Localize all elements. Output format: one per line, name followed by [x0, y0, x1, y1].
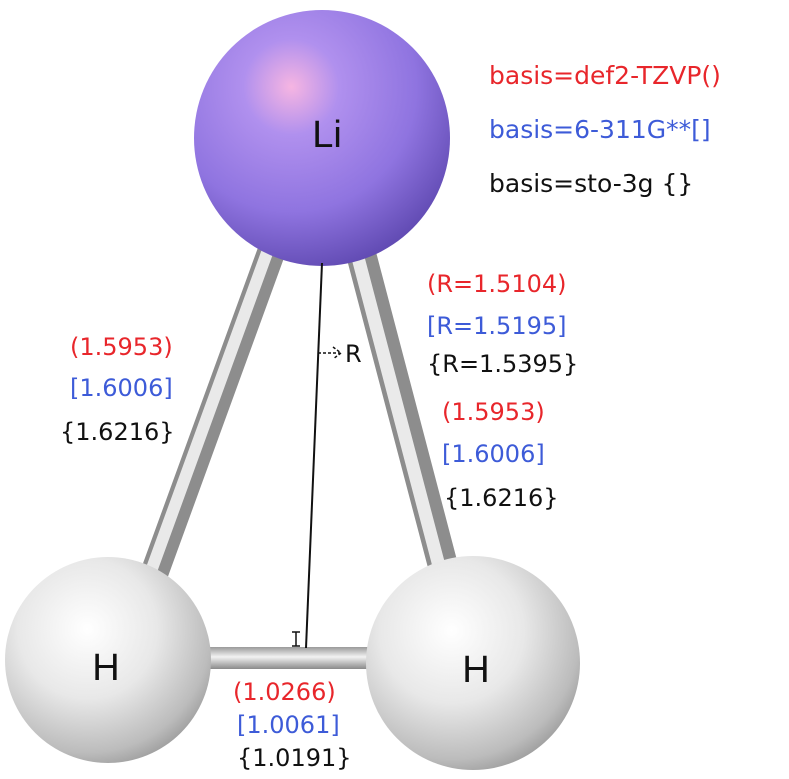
li-h-left-def2-tzvp: (1.5953) [70, 333, 173, 361]
bond-li-h-left-highlight [140, 244, 274, 591]
r-vector-line [305, 262, 323, 649]
r-value-sto-3g: {R=1.5395} [427, 350, 579, 378]
h-right-label: H [462, 649, 489, 691]
legend-def2-tzvp: basis=def2-TZVP() [489, 61, 721, 90]
midpoint-marker [292, 631, 300, 647]
li-h-right-def2-tzvp: (1.5953) [442, 398, 545, 426]
li-h-left-sto-3g: {1.6216} [60, 418, 175, 446]
r-value-6-311g: [R=1.5195] [427, 312, 567, 340]
legend-sto-3g: basis=sto-3g {} [489, 169, 694, 198]
hydrogen-atom-left [5, 557, 211, 763]
bond-li-h-right-highlight [349, 243, 451, 592]
h-h-def2-tzvp: (1.0266) [233, 678, 336, 706]
li-h-right-sto-3g: {1.6216} [444, 484, 559, 512]
bond-h-h [200, 647, 400, 669]
h-h-sto-3g: {1.0191} [237, 744, 352, 772]
r-value-def2-tzvp: (R=1.5104) [427, 270, 567, 298]
li-h-right-6-311g: [1.6006] [442, 440, 545, 468]
r-arrow-icon [318, 346, 343, 360]
li-label: Li [312, 114, 342, 156]
h-left-label: H [92, 647, 119, 689]
r-vector-label: R [345, 340, 362, 368]
h-h-6-311g: [1.0061] [237, 711, 340, 739]
lithium-atom [194, 10, 450, 266]
legend-6-311g: basis=6-311G**[] [489, 115, 711, 144]
hydrogen-atom-right [366, 556, 580, 770]
li-h-left-6-311g: [1.6006] [70, 374, 173, 402]
